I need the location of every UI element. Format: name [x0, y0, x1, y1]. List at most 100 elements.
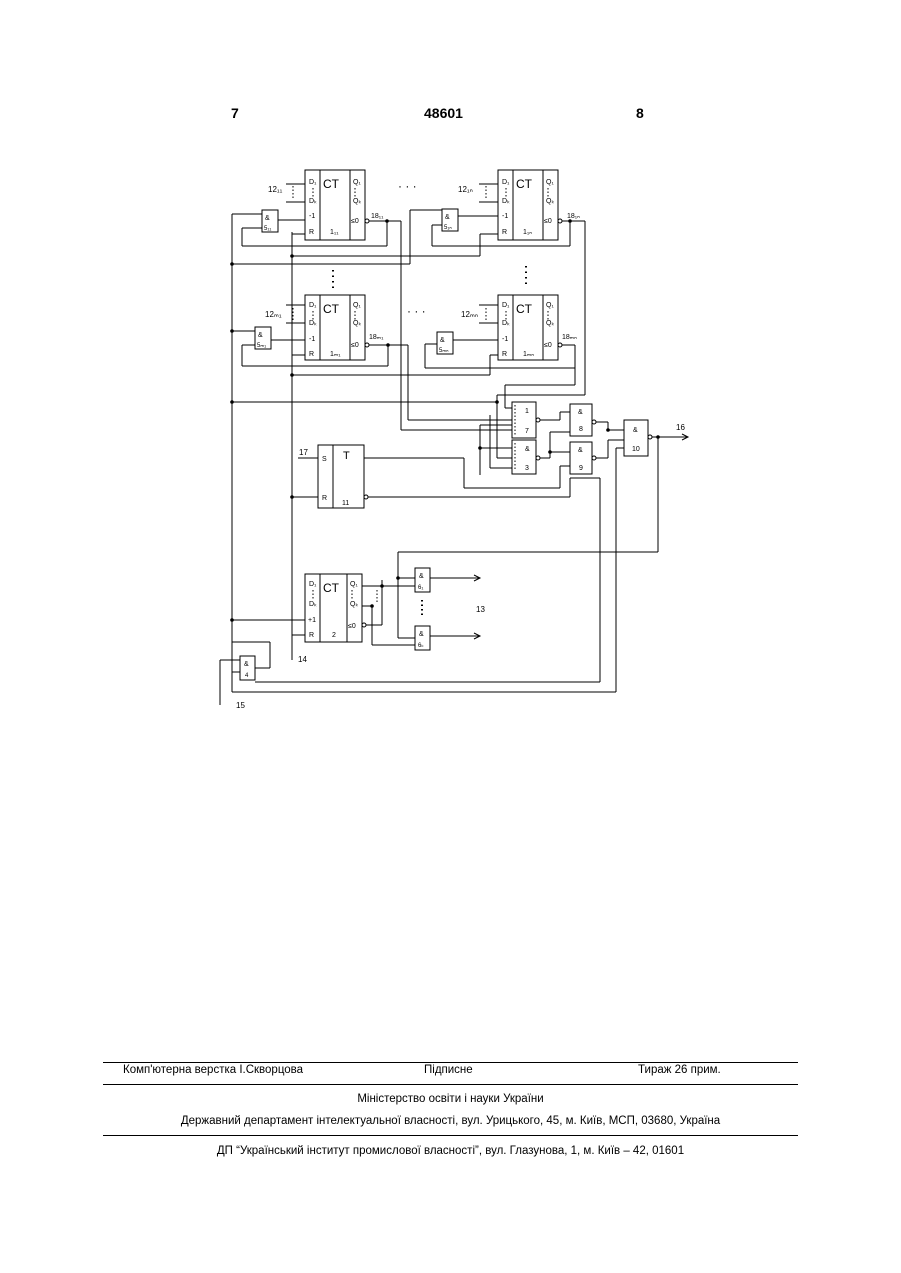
- output-qk: Qₖ: [353, 320, 361, 327]
- ct-label: CT: [323, 302, 340, 316]
- ct-label: CT: [516, 177, 533, 191]
- output-qk: Qₖ: [546, 320, 554, 327]
- gate-7: 1 7: [512, 402, 540, 438]
- gate-symbol: &: [419, 631, 424, 638]
- output-q1: Q₁: [350, 581, 358, 588]
- gate-number: 6₁: [418, 585, 423, 591]
- line-17-label: 17: [299, 448, 308, 457]
- footer-signed: Підписне: [424, 1064, 473, 1076]
- output-qk: Qₖ: [546, 198, 554, 205]
- gate-10: & 10: [624, 420, 652, 456]
- gate-symbol: &: [445, 214, 450, 221]
- ct-label: CT: [516, 302, 533, 316]
- line-14-label: 14: [298, 655, 307, 664]
- zero-line-label: 18ₘ₁: [369, 334, 384, 341]
- zero-output: ≤0: [351, 218, 359, 225]
- footer-rule-top: [103, 1062, 798, 1063]
- reset-input: R: [502, 229, 507, 236]
- input-bus-label: 12ₘ₁: [265, 310, 282, 319]
- gate-number: 8: [579, 426, 583, 433]
- gate-number: 5ₘₙ: [439, 348, 449, 354]
- gate-5-1n: & 5₁ₙ: [442, 209, 458, 231]
- gate-number: 4: [245, 673, 249, 679]
- footer-institute: ДП “Український інститут промислової вла…: [0, 1145, 901, 1157]
- counter-1-11: CT D₁ Dₖ -1 R Q₁ Qₖ ≤0 1₁₁ 12₁₁ 18₁₁: [268, 170, 384, 240]
- count-input: +1: [308, 617, 316, 624]
- input-bus-label: 12₁₁: [268, 185, 283, 194]
- gate-symbol: &: [578, 447, 583, 454]
- output-qk: Qₖ: [353, 198, 361, 205]
- bus-13-label: 13: [476, 605, 485, 614]
- counter-1-m1: CT D₁ Dₖ -1 R Q₁ Qₖ ≤0 1ₘ₁ 12ₘ₁ 18ₘ₁: [265, 295, 384, 360]
- output-q1: Q₁: [353, 179, 361, 186]
- counter-number: 1ₘₙ: [523, 351, 534, 358]
- reset-input: R: [309, 632, 314, 639]
- input-d1: D₁: [309, 302, 317, 309]
- input-dk: Dₖ: [502, 198, 510, 205]
- zero-line-label: 18₁ₙ: [567, 213, 580, 220]
- input-dk: Dₖ: [309, 320, 317, 327]
- gate-number: 6ₖ: [418, 643, 424, 649]
- input-d1: D₁: [309, 581, 317, 588]
- ellipsis-top: · · ·: [398, 179, 417, 193]
- input-d1: D₁: [309, 179, 317, 186]
- input-d1: D₁: [502, 302, 510, 309]
- gate-number: 5₁₁: [264, 226, 271, 232]
- zero-line-label: 18₁₁: [371, 213, 384, 220]
- line-15-label: 15: [236, 701, 245, 710]
- zero-output: ≤0: [544, 342, 552, 349]
- circuit-diagram: CT D₁ Dₖ -1 R Q₁ Qₖ ≤0 1₁₁ 12₁₁ 18₁₁ & 5…: [0, 0, 901, 800]
- input-dk: Dₖ: [309, 601, 317, 608]
- gate-3: & 3: [512, 440, 540, 474]
- count-input: -1: [309, 336, 315, 343]
- gate-symbol: &: [633, 427, 638, 434]
- gate-symbol: &: [419, 573, 424, 580]
- input-bus-label: 12₁ₙ: [458, 185, 473, 194]
- ct-label: CT: [323, 581, 340, 595]
- gate-number: 7: [525, 428, 529, 435]
- footer-department: Державний департамент інтелектуальної вл…: [0, 1115, 901, 1127]
- footer-rule-bottom: [103, 1135, 798, 1136]
- output-q1: Q₁: [353, 302, 361, 309]
- gate-symbol: &: [244, 661, 249, 668]
- gate-symbol: &: [265, 215, 270, 222]
- footer-circulation: Тираж 26 прим.: [638, 1064, 721, 1076]
- zero-output: ≤0: [351, 342, 359, 349]
- zero-output: ≤0: [348, 623, 356, 630]
- reset-input: R: [502, 351, 507, 358]
- gate-symbol: &: [525, 446, 530, 453]
- count-input: -1: [502, 336, 508, 343]
- reset-input: R: [309, 229, 314, 236]
- input-d1: D₁: [502, 179, 510, 186]
- counter-number: 2: [332, 632, 336, 639]
- trigger-reset: R: [322, 495, 327, 502]
- gate-number: 3: [525, 465, 529, 472]
- trigger-label: T: [343, 450, 350, 462]
- ellipsis-middle: · · ·: [407, 304, 426, 318]
- gate-number: 5ₘ₁: [257, 343, 266, 349]
- zero-output: ≤0: [544, 218, 552, 225]
- footer-rule-middle: [103, 1084, 798, 1085]
- gate-number: 10: [632, 446, 640, 453]
- gate-symbol: &: [258, 332, 263, 339]
- gate-symbol: 1: [525, 408, 529, 415]
- output-qk: Qₖ: [350, 601, 358, 608]
- gate-symbol: &: [578, 409, 583, 416]
- input-bus-label: 12ₘₙ: [461, 310, 478, 319]
- gate-8: & 8: [570, 404, 596, 436]
- trigger-number: 11: [342, 500, 349, 507]
- footer-ministry: Міністерство освіти і науки України: [0, 1093, 901, 1105]
- reset-input: R: [309, 351, 314, 358]
- ct-label: CT: [323, 177, 340, 191]
- gate-symbol: &: [440, 337, 445, 344]
- output-q1: Q₁: [546, 302, 554, 309]
- gate-5-mn: & 5ₘₙ: [437, 332, 453, 354]
- output-q1: Q₁: [546, 179, 554, 186]
- gate-5-11: & 5₁₁: [262, 210, 278, 232]
- counter-1-mn: CT D₁ Dₖ -1 R Q₁ Qₖ ≤0 1ₘₙ 12ₘₙ 18ₘₙ: [461, 295, 577, 360]
- output-16-label: 16: [676, 423, 685, 432]
- gate-6-k: & 6ₖ: [415, 626, 430, 650]
- trigger-11: S R T 11: [318, 445, 368, 508]
- counter-2: CT D₁ Dₖ +1 R Q₁ Qₖ ≤0 2: [305, 574, 366, 642]
- counter-number: 1ₘ₁: [330, 351, 341, 358]
